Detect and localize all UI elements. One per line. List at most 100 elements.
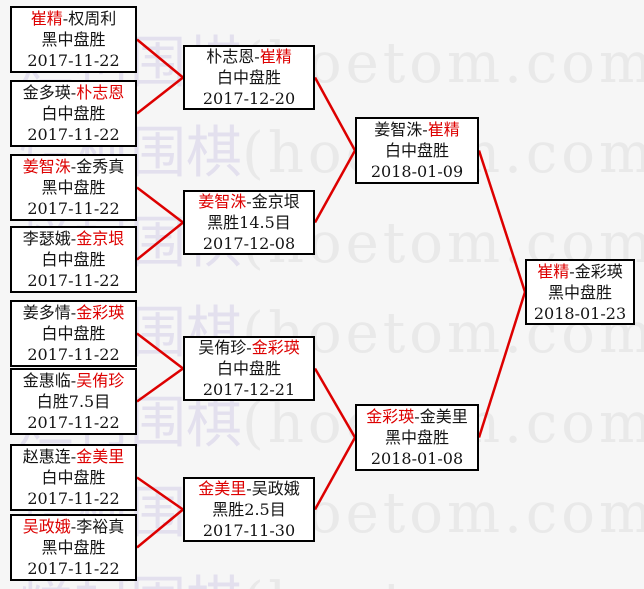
match-players: 崔精-金彩瑛 bbox=[537, 261, 622, 282]
match-result: 白中盘胜 bbox=[41, 104, 106, 123]
match-result: 黑中盘胜 bbox=[547, 282, 612, 302]
player-name: 金彩瑛 bbox=[251, 338, 300, 357]
match-result: 白中盘胜 bbox=[41, 468, 106, 487]
match-result: 白中盘胜 bbox=[41, 324, 106, 343]
player-name: 姜智洙 bbox=[374, 120, 423, 139]
match-players: 朴志恩-崔精 bbox=[206, 46, 291, 67]
match-date: 2017-11-22 bbox=[27, 413, 120, 432]
match-date: 2017-11-22 bbox=[27, 489, 120, 508]
match-players: 金彩瑛-金美里 bbox=[366, 406, 467, 427]
bracket-line bbox=[313, 76, 357, 152]
player-name: 赵惠连 bbox=[22, 447, 71, 466]
player-name: 姜多情 bbox=[22, 303, 71, 322]
match-result: 黑中盘胜 bbox=[384, 428, 449, 447]
match-date: 2018-01-09 bbox=[370, 162, 464, 181]
bracket-line bbox=[313, 149, 357, 224]
player-name: 崔精 bbox=[427, 120, 460, 139]
player-separator: - bbox=[254, 47, 260, 66]
match-date: 2017-11-22 bbox=[27, 51, 120, 70]
match-players: 吴政娥-李裕真 bbox=[23, 516, 124, 537]
bracket-line bbox=[136, 332, 184, 370]
player-name: 吴政娥 bbox=[251, 479, 300, 498]
player-name: 姜智洙 bbox=[198, 192, 247, 211]
player-name: 金彩瑛 bbox=[366, 407, 415, 426]
match-box: 金多瑛-朴志恩白中盘胜 2017-11-22 bbox=[10, 80, 137, 147]
player-name: 金美里 bbox=[419, 407, 468, 426]
player-name: 金京垠 bbox=[76, 229, 125, 248]
match-date: 2017-11-22 bbox=[27, 199, 120, 218]
player-name: 权周利 bbox=[68, 9, 117, 28]
match-box: 姜智洙-金秀真黑中盘胜 2017-11-22 bbox=[10, 154, 137, 221]
match-date: 2017-11-22 bbox=[27, 345, 120, 364]
match-players: 金惠临-吴侑珍 bbox=[23, 370, 124, 391]
player-name: 金美里 bbox=[198, 479, 247, 498]
watermark-latin-text: (hoetom.com) bbox=[242, 571, 644, 589]
player-name: 金秀真 bbox=[76, 157, 125, 176]
bracket-line bbox=[313, 436, 357, 511]
match-players: 赵惠连-金美里 bbox=[23, 446, 124, 467]
player-name: 金京垠 bbox=[251, 192, 300, 211]
match-date: 2018-01-08 bbox=[370, 449, 464, 468]
match-result: 白中盘胜 bbox=[41, 250, 106, 269]
player-separator: - bbox=[70, 83, 77, 102]
match-result: 白中盘胜 bbox=[216, 359, 281, 378]
match-date: 2017-12-21 bbox=[202, 380, 296, 399]
match-box: 吴政娥-李裕真黑中盘胜 2017-11-22 bbox=[10, 514, 137, 581]
player-separator: - bbox=[70, 447, 77, 466]
match-players: 李瑟娥-金京垠 bbox=[23, 228, 124, 249]
player-separator: - bbox=[70, 229, 77, 248]
bracket-line bbox=[477, 150, 527, 293]
player-name: 朴志恩 bbox=[206, 47, 255, 66]
match-result: 白胜7.5目 bbox=[36, 392, 111, 411]
match-players: 姜智洙-金京垠 bbox=[198, 191, 299, 212]
match-result: 白中盘胜 bbox=[384, 141, 449, 160]
bracket-line bbox=[136, 186, 184, 224]
player-separator: - bbox=[70, 157, 77, 176]
player-name: 金惠临 bbox=[22, 371, 71, 390]
player-name: 吴政娥 bbox=[22, 517, 71, 536]
player-name: 吴侑珍 bbox=[198, 338, 247, 357]
bracket-line bbox=[136, 76, 184, 115]
bracket-line bbox=[477, 291, 527, 438]
player-name: 姜智洙 bbox=[22, 157, 71, 176]
match-box: 金惠临-吴侑珍白胜7.5目 2017-11-22 bbox=[10, 368, 137, 435]
bracket-line bbox=[136, 221, 184, 261]
match-players: 金美里-吴政娥 bbox=[198, 478, 299, 499]
match-date: 2017-11-22 bbox=[27, 271, 120, 290]
player-separator: - bbox=[246, 338, 252, 357]
match-date: 2017-12-08 bbox=[202, 234, 296, 253]
player-name: 吴侑珍 bbox=[76, 371, 125, 390]
match-players: 姜多情-金彩瑛 bbox=[23, 302, 124, 323]
bracket-line bbox=[136, 476, 184, 511]
bracket-line bbox=[313, 367, 357, 439]
player-name: 金多瑛 bbox=[22, 83, 71, 102]
match-players: 吴侑珍-金彩瑛 bbox=[198, 337, 299, 358]
match-result: 黑中盘胜 bbox=[41, 178, 106, 197]
player-name: 崔精 bbox=[259, 47, 292, 66]
match-date: 2017-11-22 bbox=[27, 559, 120, 578]
match-box: 姜多情-金彩瑛白中盘胜 2017-11-22 bbox=[10, 300, 137, 367]
match-players: 姜智洙-崔精 bbox=[374, 119, 459, 140]
match-result: 黑中盘胜 bbox=[41, 538, 106, 557]
player-name: 金美里 bbox=[76, 447, 125, 466]
match-result: 白中盘胜 bbox=[216, 68, 281, 87]
match-date: 2017-12-20 bbox=[202, 89, 296, 108]
match-players: 崔精-权周利 bbox=[31, 8, 116, 29]
player-separator: - bbox=[246, 192, 252, 211]
player-separator: - bbox=[422, 120, 428, 139]
player-separator: - bbox=[62, 9, 69, 28]
match-date: 2017-11-22 bbox=[27, 125, 120, 144]
match-players: 金多瑛-朴志恩 bbox=[23, 82, 124, 103]
bracket-line bbox=[136, 508, 184, 549]
match-box: 金彩瑛-金美里黑中盘胜 2018-01-08 bbox=[355, 404, 479, 471]
player-name: 李瑟娥 bbox=[22, 229, 71, 248]
player-separator: - bbox=[569, 261, 575, 281]
player-name: 崔精 bbox=[537, 261, 570, 281]
